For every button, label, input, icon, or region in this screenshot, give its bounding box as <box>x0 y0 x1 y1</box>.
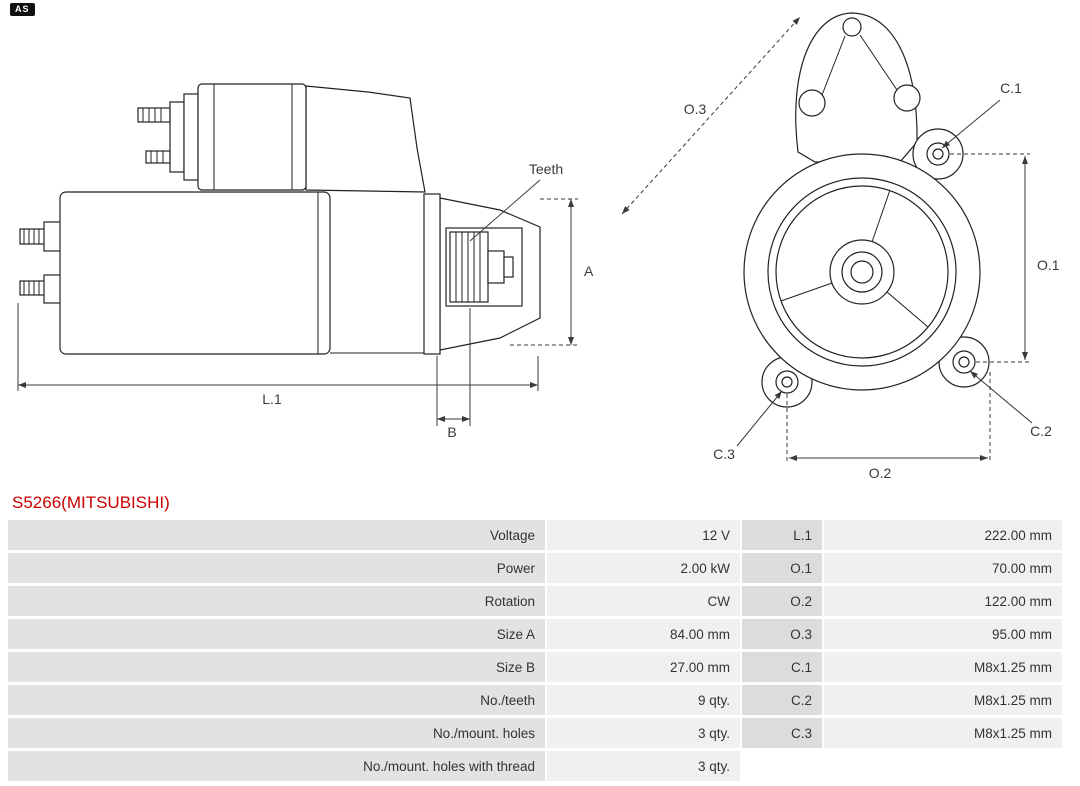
spec-label: Voltage <box>8 520 545 550</box>
dim-label: C.3 <box>742 718 822 748</box>
dim-label: O.1 <box>742 553 822 583</box>
table-row: Power 2.00 kW O.1 70.00 mm <box>8 553 1062 583</box>
dim-label: O.3 <box>742 619 822 649</box>
table-row: Rotation CW O.2 122.00 mm <box>8 586 1062 616</box>
dim-value: 70.00 mm <box>824 553 1062 583</box>
drawing-area: AS <box>10 3 1060 481</box>
spec-label: No./mount. holes <box>8 718 545 748</box>
spec-value: 12 V <box>547 520 740 550</box>
dim-label-c3: C.3 <box>713 446 735 462</box>
spec-label: No./mount. holes with thread <box>8 751 545 781</box>
dim-label-a: A <box>584 263 594 279</box>
technical-drawing: Teeth L.1 B A <box>17 12 1060 481</box>
dim-value: M8x1.25 mm <box>824 718 1062 748</box>
spec-value: 27.00 mm <box>547 652 740 682</box>
spec-value: 2.00 kW <box>547 553 740 583</box>
dim-label-c2: C.2 <box>1030 423 1052 439</box>
dim-label: O.2 <box>742 586 822 616</box>
dim-label: L.1 <box>742 520 822 550</box>
dim-label <box>742 751 822 781</box>
dim-value: 122.00 mm <box>824 586 1062 616</box>
dim-label: C.2 <box>742 685 822 715</box>
side-view: Teeth L.1 B A <box>17 83 594 440</box>
dim-label-l1: L.1 <box>262 391 282 407</box>
dim-value: 222.00 mm <box>824 520 1062 550</box>
dim-value: M8x1.25 mm <box>824 652 1062 682</box>
spec-value: 3 qty. <box>547 718 740 748</box>
table-row: No./mount. holes 3 qty. C.3 M8x1.25 mm <box>8 718 1062 748</box>
front-view: O.3 O.1 O.2 C.1 C.2 C.3 <box>621 12 1060 481</box>
dim-label-o1: O.1 <box>1037 257 1060 273</box>
spec-table: Voltage 12 V L.1 222.00 mm Power 2.00 kW… <box>8 520 1062 781</box>
dim-value: M8x1.25 mm <box>824 685 1062 715</box>
spec-value: 84.00 mm <box>547 619 740 649</box>
spec-label: No./teeth <box>8 685 545 715</box>
dim-label-o2: O.2 <box>869 465 892 481</box>
table-row: No./teeth 9 qty. C.2 M8x1.25 mm <box>8 685 1062 715</box>
table-row: Voltage 12 V L.1 222.00 mm <box>8 520 1062 550</box>
part-number: S5266(MITSUBISHI) <box>12 493 170 512</box>
dim-label-o3: O.3 <box>684 101 707 117</box>
table-row: Size B 27.00 mm C.1 M8x1.25 mm <box>8 652 1062 682</box>
dim-label-c1: C.1 <box>1000 80 1022 96</box>
spec-label: Rotation <box>8 586 545 616</box>
dim-value <box>824 751 1062 781</box>
spec-value: 9 qty. <box>547 685 740 715</box>
spec-label: Size B <box>8 652 545 682</box>
dim-label: C.1 <box>742 652 822 682</box>
table-row: No./mount. holes with thread 3 qty. <box>8 751 1062 781</box>
spec-label: Size A <box>8 619 545 649</box>
spec-value: CW <box>547 586 740 616</box>
spec-value: 3 qty. <box>547 751 740 781</box>
teeth-label: Teeth <box>529 161 563 177</box>
dim-label-b: B <box>447 424 456 440</box>
table-row: Size A 84.00 mm O.3 95.00 mm <box>8 619 1062 649</box>
brand-logo: AS <box>10 3 35 16</box>
dim-value: 95.00 mm <box>824 619 1062 649</box>
spec-label: Power <box>8 553 545 583</box>
